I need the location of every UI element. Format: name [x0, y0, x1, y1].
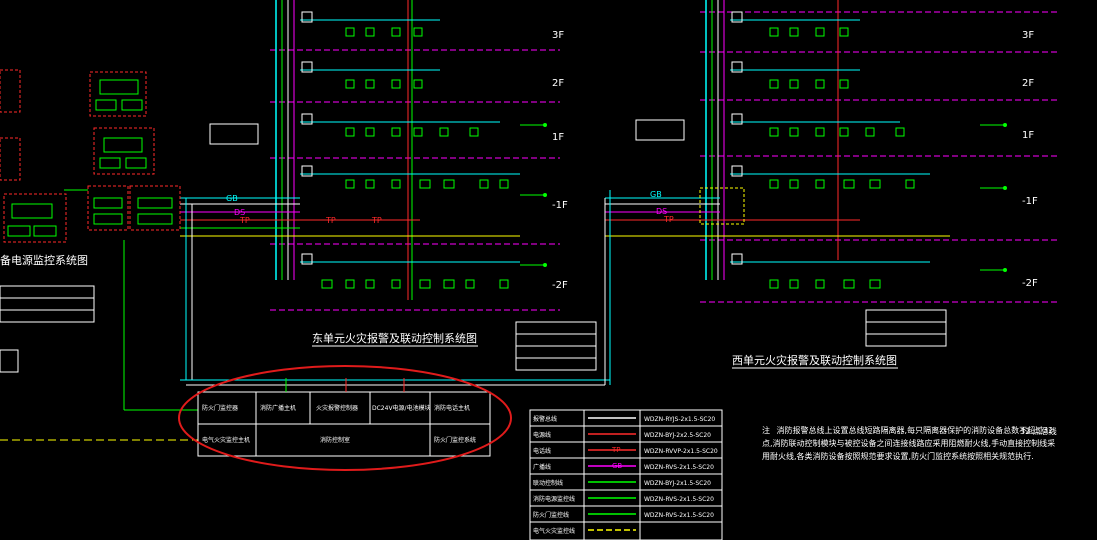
box-fire-door-system: 防火门监控系统	[434, 436, 476, 444]
floor-dividers-east	[270, 49, 560, 311]
west-floor-branches	[730, 19, 930, 263]
notes-heading: 注	[762, 426, 770, 435]
east-spec-table	[515, 321, 597, 371]
legend-spec-5: WDZN-RVS-2x1.5-SC20	[644, 496, 714, 503]
floor-label-west-3f: 3F	[1022, 30, 1034, 41]
east-floor-branches	[300, 19, 520, 263]
bus-label-tp2: TP	[325, 216, 336, 225]
box-alarm-controller: 火灾报警控制器	[316, 404, 358, 412]
legend-line-samples	[588, 417, 636, 531]
east-devices	[301, 11, 509, 289]
floor-label-west-b2: -2F	[1022, 278, 1038, 289]
floor-label-west-b1: -1F	[1022, 196, 1038, 207]
legend-name-6: 防火门监控线	[533, 511, 569, 519]
bus-label-gb: GB	[226, 194, 238, 203]
bus-label-tp: TP	[239, 216, 250, 225]
floor-label-east-2f: 2F	[552, 78, 564, 89]
legend-spec-1: WDZN-BYJ-2x2.5-SC20	[644, 432, 711, 439]
legend-name-2: 电话线	[533, 447, 551, 455]
title-east: 东单元火灾报警及联动控制系统图	[312, 331, 477, 345]
notes-body: 消防报警总线上设置总线短路隔离器,每只隔离器保护的消防设备总数不超过32点,消防…	[762, 426, 1056, 461]
legend-spec-0: WDZN-RYJS-2x1.5-SC20	[644, 416, 715, 423]
bus-label-tp-west: TP	[663, 215, 674, 224]
box-phone-host: 消防电话主机	[434, 404, 470, 412]
bus-label-tp3: TP	[371, 216, 382, 225]
notes-points: 32 点总线	[1020, 427, 1057, 436]
legend-name-7: 电气火灾监控线	[533, 527, 575, 535]
legend-name-1: 电源线	[533, 431, 551, 439]
bus-label-ds: DS	[234, 208, 245, 217]
legend-spec-3: WDZN-RVS-2x1.5-SC20	[644, 464, 714, 471]
floor-label-east-3f: 3F	[552, 30, 564, 41]
east-panel-box	[209, 123, 259, 145]
legend-spec-4: WDZN-BYJ-2x1.5-SC20	[644, 480, 711, 487]
power-monitor-inner	[7, 79, 198, 411]
west-module-box	[699, 187, 745, 225]
bus-label-ds-west: DS	[656, 207, 667, 216]
box-electrical-fire-host: 电气火灾监控主机	[202, 436, 250, 444]
control-room-box	[197, 378, 491, 457]
floor-dividers-west	[700, 11, 1060, 303]
highlight-ellipse	[178, 365, 512, 471]
left-spec-table	[0, 285, 95, 373]
legend-table	[529, 409, 723, 540]
west-risers	[705, 0, 839, 280]
legend-name-5: 消防电源监控线	[533, 495, 575, 503]
legend-tp-tag: TP	[611, 446, 621, 454]
legend-spec-2: WDZN-RVVP-2x1.5-SC20	[644, 448, 718, 455]
west-bus-bundle	[604, 190, 950, 385]
box-fire-door-monitor: 防火门监控器	[202, 404, 238, 412]
west-devices	[731, 11, 915, 289]
notes-block: 注 消防报警总线上设置总线短路隔离器,每只隔离器保护的消防设备总数不超过32点,…	[762, 424, 1062, 540]
legend-name-0: 报警总线	[533, 415, 557, 423]
box-dc24v-power: DC24V电源/电池模块	[372, 404, 431, 412]
legend-spec-6: WDZN-RVS-2x1.5-SC20	[644, 512, 714, 519]
floor-label-west-2f: 2F	[1022, 78, 1034, 89]
legend-name-4: 联动控制线	[533, 479, 563, 487]
box-control-room: 消防控制室	[320, 436, 350, 444]
west-spec-table	[865, 309, 947, 347]
floor-label-west-1f: 1F	[1022, 130, 1034, 141]
floor-label-east-1f: 1F	[552, 132, 564, 143]
legend-name-3: 广播线	[533, 463, 551, 471]
legend-gb-tag: GB	[612, 462, 622, 470]
power-monitor-boxes	[0, 69, 181, 243]
east-bus-bundle	[180, 197, 610, 386]
bus-label-gb-west: GB	[650, 190, 662, 199]
east-risers	[275, 0, 413, 300]
title-power-monitor: 备电源监控系统图	[0, 253, 88, 267]
floor-label-east-b2: -2F	[552, 280, 568, 291]
terminal-marks	[520, 123, 1007, 272]
title-west: 西单元火灾报警及联动控制系统图	[732, 353, 897, 367]
box-broadcast-host: 消防广播主机	[260, 404, 296, 412]
floor-label-east-b1: -1F	[552, 200, 568, 211]
west-panel-box	[635, 119, 685, 141]
